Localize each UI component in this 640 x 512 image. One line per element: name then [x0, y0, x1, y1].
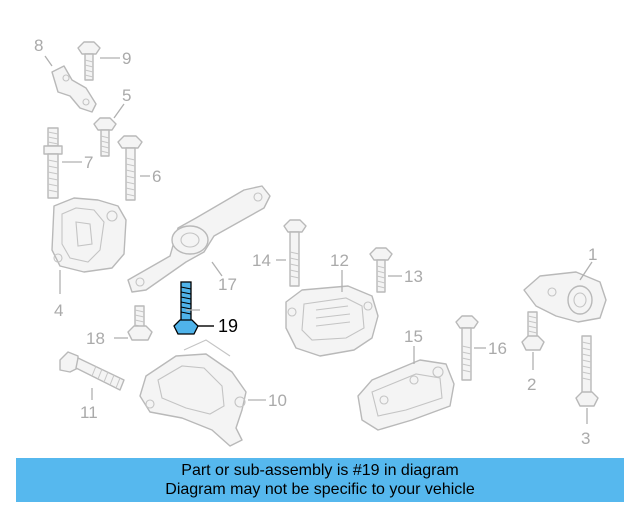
callout-2: 2: [527, 375, 536, 394]
part-19-bolt-highlighted: [173, 281, 199, 335]
info-banner: Part or sub-assembly is #19 in diagram D…: [16, 458, 624, 502]
part-18-bolt: [127, 305, 153, 341]
part-11-bolt: [59, 351, 125, 391]
callout-3: 3: [581, 429, 590, 448]
part-3-bolt: [575, 335, 599, 407]
banner-line-1: Part or sub-assembly is #19 in diagram: [181, 462, 459, 479]
callout-labels: 8 9 5 7 6 4 17 14 12 13 18 11 10 15 16 1…: [34, 36, 597, 448]
callout-12: 12: [330, 251, 349, 270]
callout-18: 18: [86, 329, 105, 348]
part-10-bracket: [139, 339, 247, 447]
part-4-mount: [51, 197, 127, 273]
part-12-mount: [285, 285, 379, 357]
banner-line-2: Diagram may not be specific to your vehi…: [165, 481, 475, 498]
callout-13: 13: [404, 267, 423, 286]
part-14-bolt: [283, 219, 307, 287]
part-1-mount: [523, 271, 607, 323]
callout-17: 17: [218, 275, 237, 294]
callout-4: 4: [54, 301, 63, 320]
part-2-bolt: [521, 311, 545, 351]
part-13-bolt: [369, 247, 393, 293]
callout-16: 16: [488, 339, 507, 358]
callout-19: 19: [218, 316, 238, 336]
part-6-bolt: [117, 135, 143, 201]
callout-6: 6: [152, 167, 161, 186]
part-17-torque-arm: [127, 185, 271, 293]
part-7-stud: [43, 127, 63, 199]
part-8-bracket: [51, 65, 97, 113]
callout-5: 5: [122, 86, 131, 105]
leader-lines: [44, 55, 593, 424]
callout-15: 15: [404, 327, 423, 346]
part-5-bolt: [93, 117, 117, 157]
callout-7: 7: [84, 153, 93, 172]
part-15-bracket: [357, 359, 455, 431]
callout-11: 11: [80, 403, 98, 422]
callout-10: 10: [268, 391, 287, 410]
callout-14: 14: [252, 251, 271, 270]
callout-8: 8: [34, 36, 43, 55]
part-16-bolt: [455, 315, 479, 381]
part-9-bolt: [77, 41, 101, 81]
callout-1: 1: [588, 245, 597, 264]
callout-9: 9: [122, 49, 131, 68]
